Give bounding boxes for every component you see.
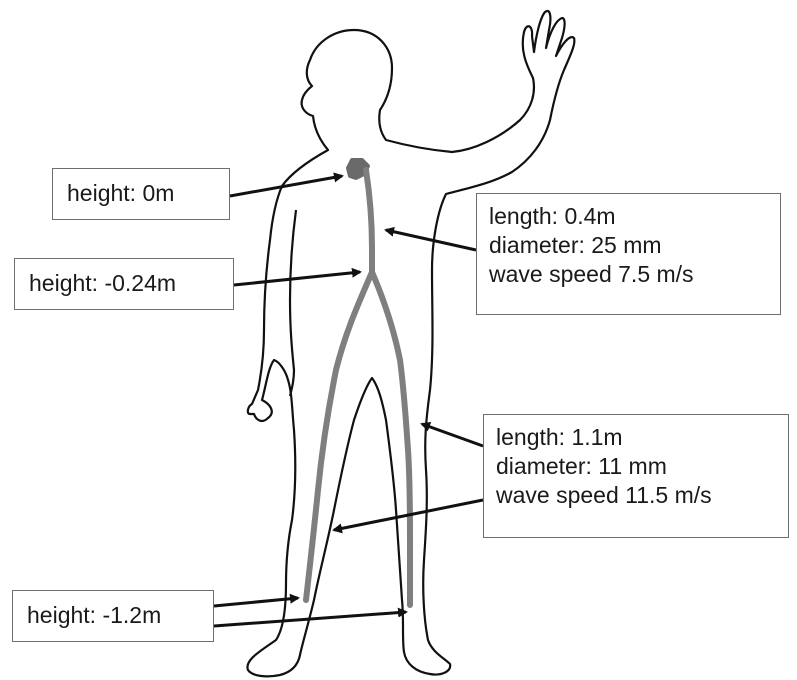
aorta-length: length: 0.4m — [489, 202, 780, 231]
height-top-label: height: 0m — [67, 179, 229, 208]
vessel-tree — [306, 160, 410, 605]
left-iliac-vessel — [306, 272, 372, 600]
iliac-length: length: 1.1m — [496, 423, 788, 452]
aorta-diameter: diameter: 25 mm — [489, 231, 780, 260]
iliac-info-box: length: 1.1m diameter: 11 mm wave speed … — [483, 414, 789, 538]
arrow-height-mid — [234, 272, 360, 285]
height-mid-label: height: -0.24m — [29, 269, 233, 298]
aorta-info-box: length: 0.4m diameter: 25 mm wave speed … — [476, 193, 781, 315]
iliac-diameter: diameter: 11 mm — [496, 452, 788, 481]
aorta-wave-speed: wave speed 7.5 m/s — [489, 260, 780, 289]
body-inner-arm-line — [290, 210, 296, 396]
arrow-aorta — [386, 230, 476, 250]
iliac-wave-speed: wave speed 11.5 m/s — [496, 481, 788, 510]
aorta-vessel — [366, 170, 372, 272]
height-mid-label-box: height: -0.24m — [14, 258, 234, 310]
right-iliac-vessel — [372, 272, 410, 605]
height-bottom-label-box: height: -1.2m — [12, 590, 214, 642]
arrow-height-top — [230, 176, 342, 196]
arrow-iliac-outline — [422, 424, 483, 446]
height-bottom-label: height: -1.2m — [27, 601, 213, 630]
height-top-label-box: height: 0m — [52, 168, 230, 220]
